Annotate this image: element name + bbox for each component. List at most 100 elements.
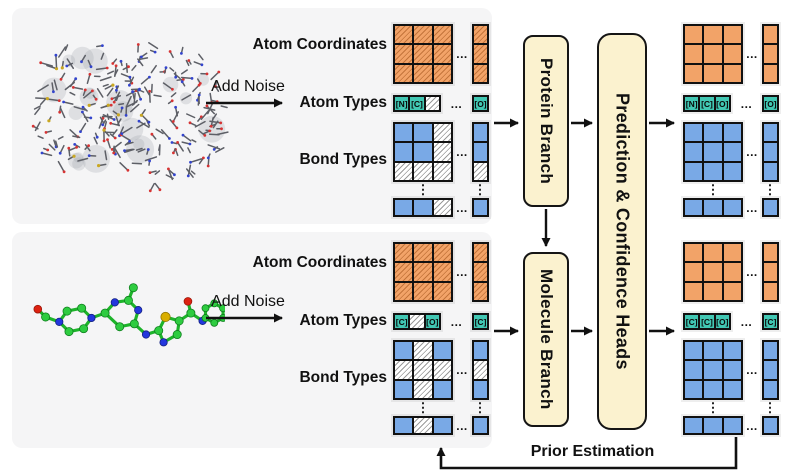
matrix-cell bbox=[722, 142, 742, 162]
matrix-cell bbox=[763, 199, 778, 216]
bond-types-column bbox=[762, 340, 779, 400]
matrix-cell bbox=[763, 25, 778, 45]
bond-types-matrix bbox=[393, 340, 453, 400]
matrix-cell bbox=[684, 142, 704, 162]
ellipsis: ... bbox=[450, 97, 463, 111]
atom-coordinates-matrix bbox=[393, 242, 453, 302]
matrix-cell bbox=[394, 243, 414, 263]
ellipsis: ... bbox=[746, 145, 758, 159]
molecule-structure-figure bbox=[33, 283, 225, 347]
atom-types-row: [N][C] bbox=[393, 95, 441, 112]
matrix-cell bbox=[432, 262, 452, 282]
matrix-cell bbox=[684, 123, 704, 143]
matrix-cell bbox=[722, 379, 742, 399]
matrix-cell bbox=[473, 262, 488, 282]
matrix-cell bbox=[763, 161, 778, 181]
matrix-cell: [O] bbox=[763, 96, 778, 111]
atom-coordinates-matrix bbox=[683, 242, 743, 302]
add-noise-label-protein: Add Noise bbox=[211, 78, 285, 95]
matrix-cell: [O] bbox=[424, 314, 440, 329]
matrix-cell bbox=[684, 161, 704, 181]
matrix-cell bbox=[413, 123, 433, 143]
matrix-cell bbox=[413, 262, 433, 282]
atom-types-label-protein: Atom Types bbox=[299, 94, 387, 111]
matrix-cell bbox=[722, 360, 742, 380]
matrix-cell bbox=[703, 281, 723, 301]
add-noise-label-molecule: Add Noise bbox=[211, 293, 285, 310]
matrix-cell bbox=[432, 281, 452, 301]
matrix-cell bbox=[394, 379, 414, 399]
ellipsis: ... bbox=[746, 47, 758, 61]
matrix-cell bbox=[722, 341, 742, 361]
atom-coordinates-column bbox=[762, 242, 779, 302]
matrix-cell: [C] bbox=[684, 314, 700, 329]
matrix-cell bbox=[473, 161, 488, 181]
matrix-cell: [N] bbox=[684, 96, 700, 111]
matrix-cell bbox=[684, 281, 704, 301]
matrix-cell bbox=[763, 379, 778, 399]
matrix-cell bbox=[703, 243, 723, 263]
matrix-cell bbox=[473, 142, 488, 162]
ellipsis: ... bbox=[740, 315, 753, 329]
matrix-cell bbox=[432, 44, 452, 64]
bond-types-end-cell bbox=[472, 416, 489, 435]
bond-types-label-molecule: Bond Types bbox=[299, 369, 387, 386]
bond-types-end-cell bbox=[472, 198, 489, 217]
matrix-cell bbox=[432, 360, 452, 380]
matrix-cell bbox=[722, 161, 742, 181]
matrix-cell bbox=[684, 341, 704, 361]
matrix-cell bbox=[432, 341, 452, 361]
matrix-cell bbox=[432, 161, 452, 181]
matrix-cell bbox=[722, 281, 742, 301]
bond-types-matrix bbox=[683, 340, 743, 400]
matrix-cell bbox=[684, 379, 704, 399]
matrix-cell bbox=[432, 63, 452, 83]
matrix-cell bbox=[763, 281, 778, 301]
ellipsis: ... bbox=[456, 201, 468, 215]
matrix-cell bbox=[684, 63, 704, 83]
matrix-cell bbox=[413, 360, 433, 380]
matrix-cell bbox=[394, 25, 414, 45]
matrix-cell bbox=[413, 44, 433, 64]
matrix-cell bbox=[722, 123, 742, 143]
matrix-cell bbox=[763, 341, 778, 361]
matrix-cell: [N] bbox=[394, 96, 410, 111]
matrix-cell bbox=[432, 199, 452, 216]
matrix-cell bbox=[394, 262, 414, 282]
molecule-input-matrices: ... [C][O] ... [C] ... ⋮ ⋮ ... bbox=[393, 242, 489, 435]
matrix-cell bbox=[413, 281, 433, 301]
prior-estimation-label: Prior Estimation bbox=[530, 443, 655, 460]
matrix-cell bbox=[413, 25, 433, 45]
matrix-cell bbox=[703, 25, 723, 45]
matrix-cell bbox=[684, 199, 704, 216]
matrix-cell bbox=[473, 25, 488, 45]
ellipsis: ... bbox=[746, 419, 758, 433]
atom-types-end-cell: [O] bbox=[762, 95, 779, 112]
matrix-cell bbox=[703, 142, 723, 162]
matrix-cell bbox=[473, 417, 488, 434]
protein-input-matrices: ... [N][C] ... [O] ... ⋮ ⋮ ... bbox=[393, 24, 489, 217]
matrix-cell bbox=[413, 199, 433, 216]
matrix-cell bbox=[763, 142, 778, 162]
bond-types-bottom-row bbox=[393, 416, 453, 435]
matrix-cell: [O] bbox=[714, 96, 730, 111]
matrix-cell bbox=[473, 281, 488, 301]
atom-coordinates-column bbox=[762, 24, 779, 84]
matrix-cell bbox=[432, 123, 452, 143]
prediction-confidence-heads-label: Prediction & Confidence Heads bbox=[612, 93, 633, 370]
vertical-dots: ⋮ bbox=[473, 182, 487, 197]
molecule-atoms bbox=[33, 283, 225, 347]
vertical-dots: ⋮ bbox=[763, 400, 777, 415]
matrix-cell bbox=[413, 63, 433, 83]
vertical-dots: ⋮ bbox=[706, 182, 720, 197]
matrix-cell bbox=[703, 161, 723, 181]
matrix-cell bbox=[394, 161, 414, 181]
matrix-cell bbox=[763, 123, 778, 143]
bond-types-bottom-row bbox=[393, 198, 453, 217]
molecule-branch-label: Molecule Branch bbox=[537, 269, 556, 410]
matrix-cell bbox=[473, 199, 488, 216]
ellipsis: ... bbox=[450, 315, 463, 329]
molecule-branch-box: Molecule Branch bbox=[523, 252, 569, 427]
protein-branch-box: Protein Branch bbox=[523, 35, 569, 207]
matrix-cell bbox=[473, 360, 488, 380]
